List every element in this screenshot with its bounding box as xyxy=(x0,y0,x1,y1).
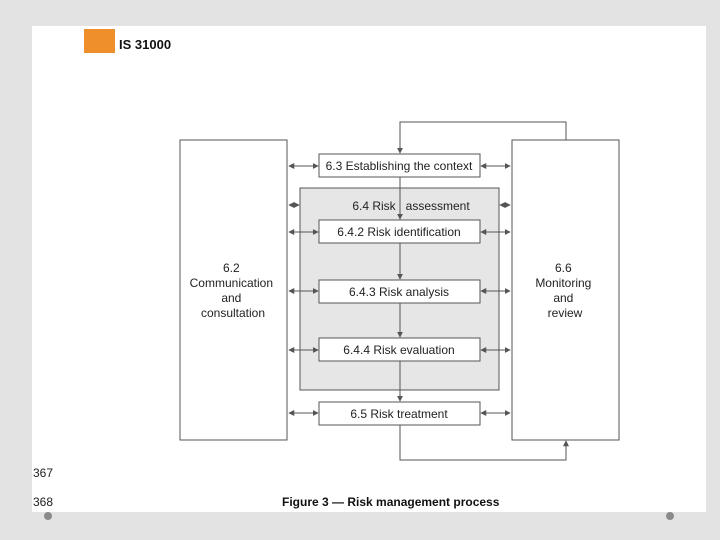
monitoring-box xyxy=(511,139,620,441)
communication-label: 6.2 Communication and consultation xyxy=(190,261,277,320)
evaluation-label: 6.4.4 Risk evaluation xyxy=(343,343,454,357)
context-label: 6.3 Establishing the context xyxy=(326,159,473,173)
figure-caption: Figure 3 — Risk management process xyxy=(282,495,500,509)
risk-assessment-label: 6.4 Risk assessment xyxy=(352,199,470,213)
line-number-368: 368 xyxy=(33,495,54,509)
identification-label: 6.4.2 Risk identification xyxy=(337,225,460,239)
monitoring-label: 6.6 Monitoring and review xyxy=(535,261,594,320)
slide-dot-right xyxy=(666,512,674,520)
line-number-367: 367 xyxy=(33,466,54,480)
slide-dot-left xyxy=(44,512,52,520)
communication-box xyxy=(179,139,288,441)
feedback-loop-bottom xyxy=(399,425,569,461)
analysis-label: 6.4.3 Risk analysis xyxy=(349,285,449,299)
page-title: IS 31000 xyxy=(119,37,172,52)
orange-accent-square xyxy=(84,29,115,53)
treatment-label: 6.5 Risk treatment xyxy=(350,407,448,421)
feedback-loop-top xyxy=(397,121,567,154)
